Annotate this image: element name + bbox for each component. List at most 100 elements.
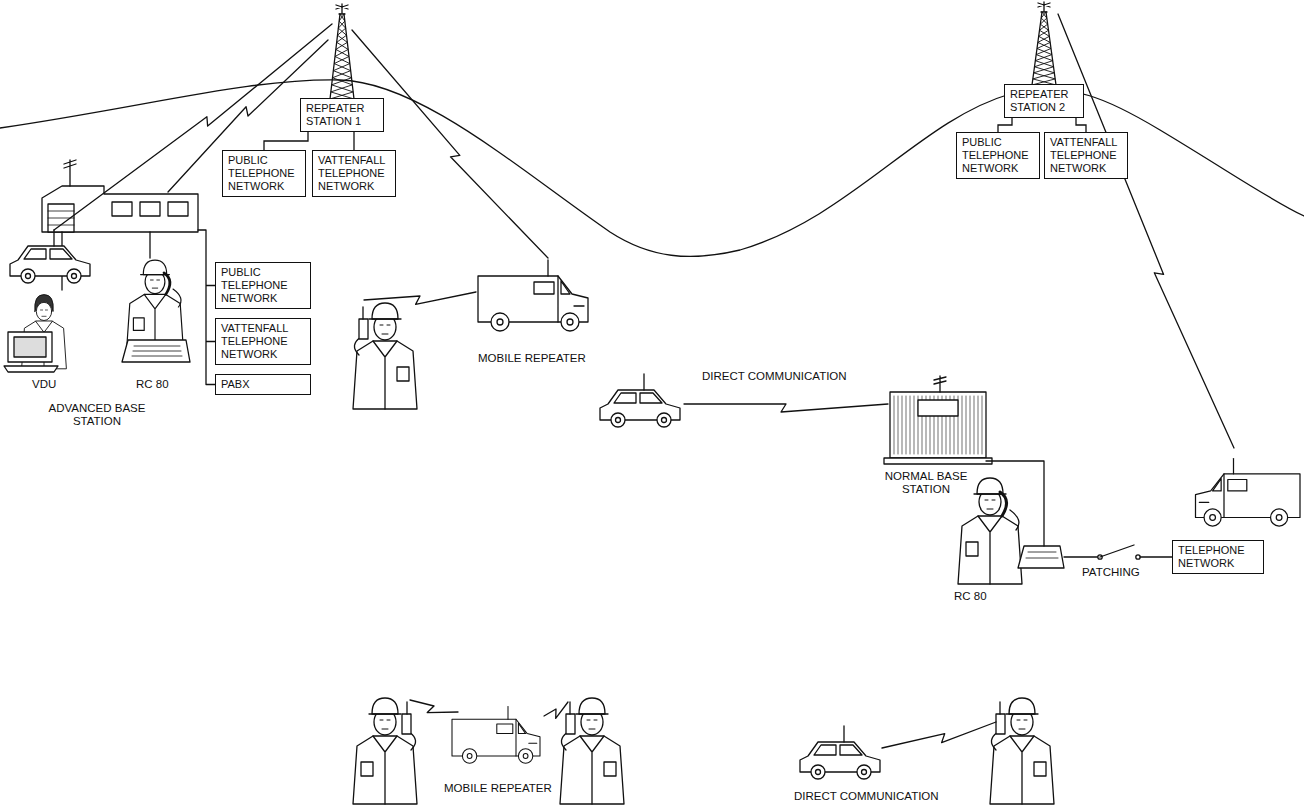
- car: [800, 726, 880, 779]
- network-box: VATTENFALL TELEPHONE NETWORK: [215, 318, 311, 365]
- van-windshield: [561, 281, 570, 294]
- van-hub: [567, 319, 573, 325]
- van-windshield: [518, 723, 525, 733]
- car: [10, 230, 90, 283]
- tower-bracing: [1033, 12, 1056, 85]
- radio-link: [54, 24, 332, 230]
- radio-handset: [996, 714, 1005, 734]
- person-body: [353, 736, 417, 804]
- car-hub: [816, 770, 821, 775]
- person-body: [560, 736, 624, 804]
- person-helmet: [579, 698, 605, 714]
- person-figure: [353, 698, 417, 804]
- caption-label: MOBILE REPEATER: [476, 352, 588, 365]
- person-arm: [173, 289, 181, 307]
- caption-label: NORMAL BASE STATION: [878, 470, 974, 496]
- console-body: [1018, 546, 1064, 568]
- van: [478, 260, 588, 331]
- radio-link: [364, 292, 476, 304]
- caption-label: RC 80: [134, 378, 171, 391]
- van-hub: [1210, 515, 1216, 521]
- console-body: [122, 340, 190, 362]
- car-antenna: [643, 374, 644, 390]
- lattice-tower: [1032, 2, 1056, 85]
- station-cable: [149, 232, 150, 258]
- tower-antenna: [336, 4, 348, 14]
- cabinet-body: [890, 392, 986, 458]
- tower-bracing: [1032, 12, 1055, 85]
- radio-antenna: [999, 702, 1000, 714]
- person-arm: [409, 732, 416, 750]
- car-window: [614, 393, 636, 403]
- cabinet-antenna: [934, 376, 946, 392]
- box-text: PUBLIC TELEPHONE NETWORK: [221, 266, 305, 305]
- person-arm: [1010, 510, 1019, 530]
- person-face: [985, 500, 995, 509]
- switch-blade: [1100, 545, 1134, 557]
- car-wheel: [21, 269, 35, 283]
- person-figure: [990, 698, 1054, 804]
- car-antenna: [843, 726, 844, 742]
- radio-link: [882, 722, 996, 748]
- person-helmet-brim: [576, 713, 608, 714]
- connector-line: [353, 132, 354, 150]
- van-antenna: [547, 260, 548, 276]
- person-helmet: [372, 303, 398, 319]
- van-wheel: [1271, 509, 1288, 526]
- vdu-keyboard: [4, 366, 58, 372]
- caption-label: PATCHING: [1080, 566, 1142, 579]
- caption-label: RC 80: [952, 590, 989, 603]
- van-wheel: [491, 313, 509, 331]
- person-collar: [1010, 736, 1034, 804]
- person-helmet: [372, 698, 398, 714]
- radio-link: [410, 700, 458, 713]
- person-body: [353, 341, 417, 409]
- station-cable: [986, 461, 1044, 546]
- cabinet-base: [884, 458, 992, 464]
- radio-handset: [402, 714, 411, 734]
- phone-handset: [164, 273, 170, 295]
- car-hub: [616, 418, 621, 423]
- van-windshield: [1213, 479, 1222, 491]
- caption-label: MOBILE REPEATER: [442, 782, 554, 795]
- person-collar: [373, 341, 397, 409]
- car: [600, 374, 680, 427]
- person-arm: [561, 732, 568, 750]
- box-text: VATTENFALL TELEPHONE NETWORK: [221, 322, 305, 361]
- person-pocket: [397, 367, 409, 381]
- person-pocket: [966, 542, 978, 556]
- person-face: [41, 310, 48, 316]
- station-box: REPEATER STATION 2: [1004, 84, 1084, 118]
- connector-line: [998, 118, 1012, 132]
- van: [452, 706, 540, 763]
- network-box: TELEPHONE NETWORK: [1172, 540, 1264, 574]
- network-box: VATTENFALL TELEPHONE NETWORK: [1044, 132, 1128, 179]
- car-window: [24, 249, 46, 259]
- van-window: [1228, 480, 1247, 491]
- person-arm: [991, 732, 998, 750]
- box-text: PABX: [221, 378, 305, 391]
- phone-handset: [1000, 492, 1007, 516]
- car-wheel: [811, 765, 825, 779]
- box-text: PUBLIC TELEPHONE NETWORK: [962, 136, 1034, 175]
- car-hub: [862, 770, 867, 775]
- tower-leg: [1032, 12, 1056, 85]
- van-hub: [1276, 515, 1282, 521]
- hill-outline: [0, 80, 1304, 257]
- car-hub: [72, 274, 77, 279]
- van-wheel: [462, 749, 476, 763]
- radio-handset: [566, 714, 575, 734]
- person-face: [587, 720, 597, 729]
- van-window: [534, 282, 554, 294]
- console-keys: [132, 346, 182, 356]
- network-box: VATTENFALL TELEPHONE NETWORK: [312, 150, 396, 197]
- person-body: [958, 516, 1022, 584]
- box-text: VATTENFALL TELEPHONE NETWORK: [1050, 136, 1122, 175]
- van-wheel: [518, 749, 532, 763]
- car-wheel: [67, 269, 81, 283]
- console-keys: [1026, 552, 1058, 558]
- box-text: VATTENFALL TELEPHONE NETWORK: [318, 154, 390, 193]
- person-figure: [560, 698, 624, 804]
- box-text: PUBLIC TELEPHONE NETWORK: [228, 154, 300, 193]
